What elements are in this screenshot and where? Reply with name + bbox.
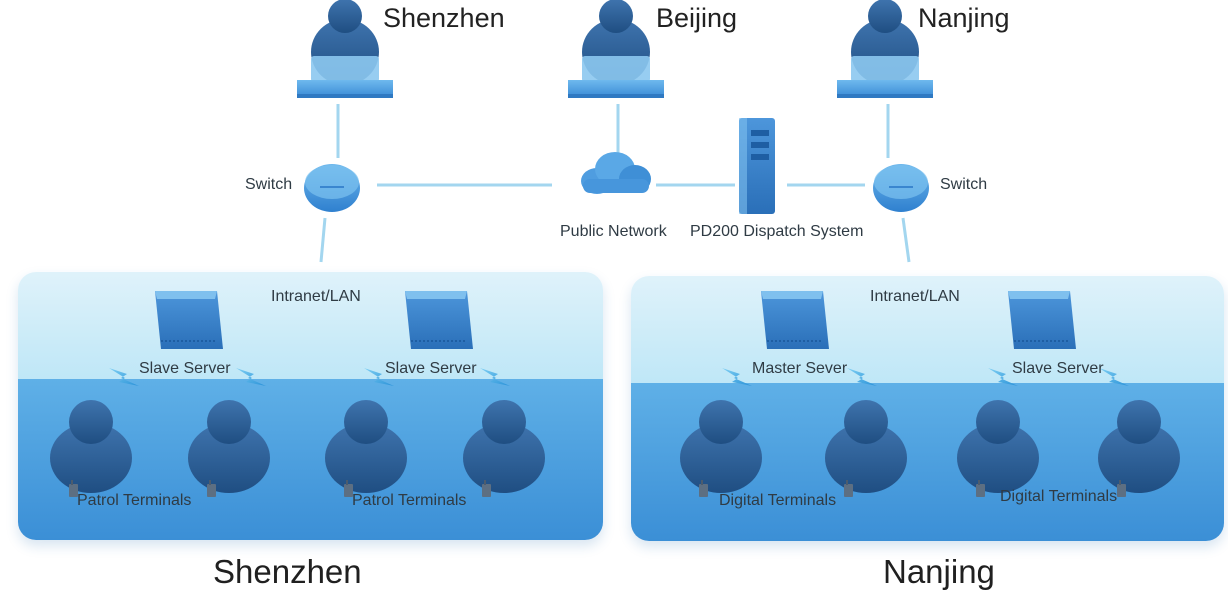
wireless-icon bbox=[480, 368, 510, 386]
server-icon-shenzhen-b bbox=[404, 290, 474, 350]
user-icon bbox=[1098, 400, 1180, 497]
dispatch-system-label: PD200 Dispatch System bbox=[690, 223, 864, 240]
terminals-label-nanjing-b: Digital Terminals bbox=[1000, 488, 1118, 505]
server-label-shenzhen-b: Slave Server bbox=[385, 360, 477, 377]
operator-icon-shenzhen bbox=[297, 0, 393, 98]
wireless-icon bbox=[236, 368, 266, 386]
server-label-nanjing-a: Master Sever bbox=[752, 360, 848, 377]
terminals-label-shenzhen-b: Patrol Terminals bbox=[352, 492, 467, 509]
wireless-icon bbox=[847, 368, 877, 386]
user-icon bbox=[325, 400, 407, 497]
user-icon bbox=[680, 400, 762, 497]
switch-icon-left bbox=[303, 163, 361, 213]
user-icon bbox=[957, 400, 1039, 497]
terminals-label-nanjing-a: Digital Terminals bbox=[719, 492, 837, 509]
user-icon bbox=[50, 400, 132, 497]
server-icon-nanjing-b bbox=[1007, 290, 1077, 350]
switch-label-left: Switch bbox=[245, 176, 293, 193]
region-title-nanjing: Nanjing bbox=[883, 553, 995, 590]
server-label-nanjing-b: Slave Server bbox=[1012, 360, 1104, 377]
intranet-label-right: Intranet/LAN bbox=[870, 288, 960, 305]
server-icon-shenzhen-a bbox=[154, 290, 224, 350]
server-icon-nanjing-a bbox=[760, 290, 830, 350]
city-label-nanjing: Nanjing bbox=[918, 3, 1010, 33]
switch-label-right: Switch bbox=[940, 176, 988, 193]
cloud-icon bbox=[581, 152, 651, 194]
city-label-shenzhen: Shenzhen bbox=[383, 3, 505, 33]
switch-icon-right bbox=[872, 163, 930, 213]
server-label-shenzhen-a: Slave Server bbox=[139, 360, 231, 377]
city-label-beijing: Beijing bbox=[656, 3, 738, 33]
user-icon bbox=[825, 400, 907, 497]
intranet-label-left: Intranet/LAN bbox=[271, 288, 361, 305]
wireless-icon bbox=[109, 368, 139, 386]
user-icon bbox=[188, 400, 270, 497]
region-title-shenzhen: Shenzhen bbox=[213, 553, 362, 590]
operator-icon-beijing bbox=[568, 0, 664, 98]
wireless-icon bbox=[722, 368, 752, 386]
user-icon bbox=[463, 400, 545, 497]
terminals-label-shenzhen-a: Patrol Terminals bbox=[77, 492, 192, 509]
public-network-label: Public Network bbox=[560, 223, 667, 240]
dispatch-server-icon bbox=[739, 118, 775, 214]
